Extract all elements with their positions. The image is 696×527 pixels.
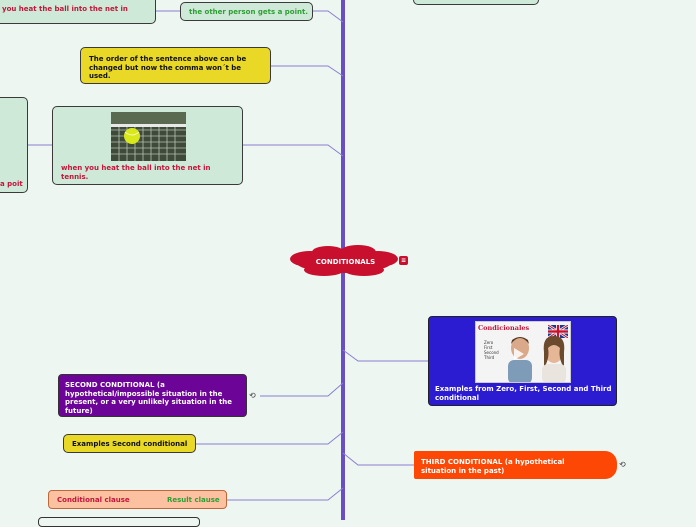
tennis-caption: when you heat the ball into the net in t… bbox=[61, 164, 211, 181]
examples-second-text: Examples Second conditional bbox=[72, 440, 188, 448]
top-right-node-partial[interactable] bbox=[413, 0, 539, 5]
link-second bbox=[260, 382, 344, 397]
link-icon[interactable]: ⟲ bbox=[249, 391, 256, 400]
point-node-text: the other person gets a point. bbox=[189, 8, 308, 16]
link-top-point bbox=[313, 10, 344, 23]
clauses-node[interactable]: Conditional clause Result clause bbox=[48, 490, 227, 509]
examples-thumbnail: Condicionales Zero First Second Third bbox=[475, 321, 571, 383]
conditional-clause-text: Conditional clause bbox=[57, 496, 130, 504]
link-order-note bbox=[271, 65, 344, 77]
tennis-ball-image bbox=[111, 112, 186, 161]
tennis-node[interactable]: when you heat the ball into the net in t… bbox=[52, 106, 243, 185]
link-third bbox=[342, 452, 414, 466]
order-note-node[interactable]: The order of the sentence above can be c… bbox=[80, 47, 271, 84]
examples-node[interactable]: Condicionales Zero First Second Third Ex… bbox=[428, 316, 617, 406]
left-partial-node[interactable]: a poit bbox=[0, 97, 28, 193]
thumbnail-list-item: Zero bbox=[484, 340, 494, 345]
play-icon[interactable] bbox=[514, 348, 524, 360]
center-title: CONDITIONALS bbox=[315, 258, 376, 266]
center-cloud-shape[interactable] bbox=[288, 242, 400, 280]
thumbnail-list-item: Second bbox=[484, 350, 499, 355]
link-clauses bbox=[227, 487, 344, 501]
third-conditional-node[interactable]: THIRD CONDITIONAL (a hypothetical situat… bbox=[414, 451, 617, 479]
result-clause-text: Result clause bbox=[167, 496, 220, 504]
bottom-partial-node[interactable] bbox=[38, 517, 200, 527]
third-conditional-text: THIRD CONDITIONAL (a hypothetical situat… bbox=[421, 458, 565, 475]
note-icon[interactable]: ≡ bbox=[399, 256, 408, 265]
link-examples-second bbox=[196, 431, 344, 445]
link-tennis bbox=[243, 144, 344, 157]
uk-flag-icon bbox=[548, 325, 568, 338]
second-conditional-text: SECOND CONDITIONAL (a hypothetical/impos… bbox=[65, 381, 233, 415]
link-examples bbox=[342, 349, 428, 362]
point-node[interactable]: the other person gets a point. bbox=[180, 2, 313, 21]
thumbnail-list-item: First bbox=[484, 345, 493, 350]
left-partial-text: a poit bbox=[0, 180, 23, 188]
examples-second-node[interactable]: Examples Second conditional bbox=[63, 434, 196, 453]
order-note-text: The order of the sentence above can be c… bbox=[89, 55, 247, 80]
second-conditional-node[interactable]: SECOND CONDITIONAL (a hypothetical/impos… bbox=[58, 374, 247, 417]
top-left-node[interactable]: you heat the ball into the net in bbox=[0, 0, 156, 24]
link-icon[interactable]: ⟲ bbox=[619, 460, 626, 469]
thumbnail-list: Zero First Second Third bbox=[484, 340, 499, 360]
examples-caption: Examples from Zero, First, Second and Th… bbox=[435, 385, 612, 402]
thumbnail-title: Condicionales bbox=[478, 324, 530, 332]
thumbnail-list-item: Third bbox=[484, 355, 495, 360]
top-left-node-text: you heat the ball into the net in bbox=[2, 5, 128, 13]
